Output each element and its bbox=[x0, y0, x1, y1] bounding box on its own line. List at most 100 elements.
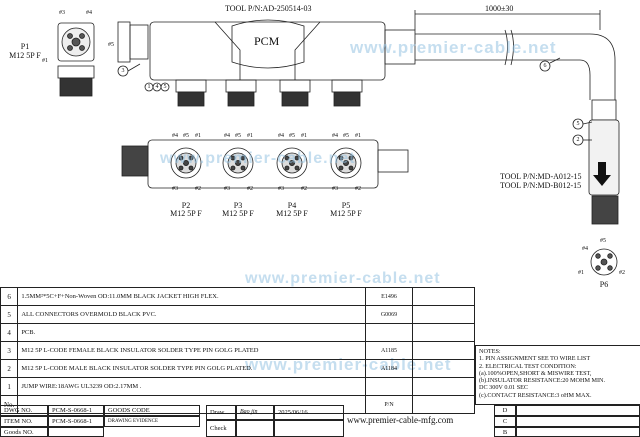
p6-name-visible: P6 bbox=[599, 280, 609, 289]
bom-spare bbox=[412, 323, 475, 342]
p6-thread bbox=[591, 195, 619, 225]
p6-connector-body bbox=[588, 119, 620, 196]
note-line-6: (c).CONTACT RESISTANCE:3 oHM MAX. bbox=[479, 391, 592, 399]
p2-pin3: #3 bbox=[172, 186, 178, 192]
p3-pin5: #5 bbox=[235, 133, 241, 139]
p2-type: M12 5P F bbox=[170, 209, 202, 218]
bom-description: JUMP WIRE:18AWG UL3239 OD:2.17MM . bbox=[17, 377, 366, 396]
balloon-4-label: 4 bbox=[155, 84, 159, 90]
p3-face bbox=[222, 147, 254, 179]
bom-code: A1184 bbox=[365, 359, 413, 378]
balloon-2-label: 2 bbox=[576, 137, 580, 143]
rev-c: C bbox=[494, 416, 516, 427]
p5-pin2: #2 bbox=[355, 186, 361, 192]
website-label: www.premier-cable-mfg.com bbox=[347, 415, 454, 425]
tool-pn-right-1: TOOL P/N:MD-A012-15 bbox=[500, 172, 582, 181]
p5-pin5: #5 bbox=[343, 133, 349, 139]
p4-pin1: #1 bbox=[301, 133, 307, 139]
bom-spare bbox=[412, 305, 475, 324]
bom-spare bbox=[412, 377, 475, 396]
draw-date: 2025/06/16 bbox=[274, 405, 344, 420]
engineering-drawing bbox=[57, 10, 620, 276]
p2-pin4: #4 bbox=[172, 133, 178, 139]
p2-pin2: #2 bbox=[195, 186, 201, 192]
bom-description: 1.5MM²*5C+F+Non-Woven OD:11.0MM BLACK JA… bbox=[17, 287, 366, 306]
bom-spare bbox=[412, 359, 475, 378]
p5-pin1: #1 bbox=[355, 133, 361, 139]
rev-d-value bbox=[516, 405, 640, 416]
p4-name: P4 bbox=[287, 201, 297, 210]
note-line-1: 1. PIN ASSIGNMENT SEE TO WIRE LIST bbox=[479, 355, 591, 363]
balloon-1-label: 1 bbox=[147, 84, 151, 90]
balloon-3-label: 3 bbox=[121, 68, 125, 74]
notes-box: NOTES: 1. PIN ASSIGNMENT SEE TO WIRE LIS… bbox=[475, 345, 640, 405]
p3-stub-top bbox=[225, 79, 257, 93]
bom-item-no: 6 bbox=[0, 287, 19, 306]
p4-pin3: #3 bbox=[278, 186, 284, 192]
p6-overmold bbox=[591, 99, 617, 121]
bom-code bbox=[365, 377, 413, 396]
draw-signature: Bao jin bbox=[236, 405, 274, 420]
p2-pin5: #5 bbox=[183, 133, 189, 139]
watermark-lower: www.premier-cable.net bbox=[245, 270, 441, 287]
cable-upper-edge bbox=[415, 33, 616, 100]
item-no-value: PCM-S-0668-1 bbox=[48, 416, 104, 427]
rev-c-value bbox=[516, 416, 640, 427]
bom-description: ALL CONNECTORS OVERMOLD BLACK PVC. bbox=[17, 305, 366, 324]
p1-connector-body bbox=[57, 22, 95, 62]
p6-pin2: #2 bbox=[619, 270, 625, 276]
bom-spare bbox=[412, 287, 475, 306]
p4-pin2: #2 bbox=[301, 186, 307, 192]
bom-spare bbox=[412, 395, 475, 414]
p5-name: P5 bbox=[341, 201, 351, 210]
balloon-5a-label: 5 bbox=[163, 84, 167, 90]
goods-no-value bbox=[48, 427, 104, 437]
p3-pin3: #3 bbox=[224, 186, 230, 192]
balloon-5-label: 5 bbox=[576, 121, 580, 127]
p1-coupling-nut bbox=[59, 77, 93, 97]
note-line-5: DC 300V 0.01 SEC bbox=[479, 384, 529, 392]
check-date bbox=[274, 420, 344, 437]
p6-face bbox=[590, 248, 618, 276]
p2-name: P2 bbox=[181, 201, 191, 210]
note-line-2: 2. ELECTRICAL TEST CONDITION: bbox=[479, 362, 577, 370]
p1-pin4: #4 bbox=[86, 10, 92, 16]
bom-description: PCB. bbox=[17, 323, 366, 342]
p3-pin4: #4 bbox=[224, 133, 230, 139]
balloon-3-left bbox=[117, 65, 129, 77]
p3-type: M12 5P F bbox=[222, 209, 254, 218]
title-block: DWG NO. PCM-S-0668-1 GOODS CODE ITEM NO.… bbox=[0, 405, 640, 437]
p1-name: P1 bbox=[20, 42, 30, 51]
length-dimension-label: 1000±30 bbox=[485, 4, 514, 13]
note-line-4: (b).INSULATOR RESISTANCE:20 MOHM MIN. bbox=[479, 377, 606, 385]
tool-pn-right-2: TOOL P/N:MD-B012-15 bbox=[500, 181, 582, 190]
bom-code: G0069 bbox=[365, 305, 413, 324]
bom-item-no: 2 bbox=[0, 359, 19, 378]
p5-pin3: #3 bbox=[332, 186, 338, 192]
p1-pin-center bbox=[71, 37, 81, 47]
bom-item-no: 3 bbox=[0, 341, 19, 360]
p4-face bbox=[276, 147, 308, 179]
p4-stub-top bbox=[279, 79, 311, 93]
drawing-evidence-label: DRAWING EVIDENCE bbox=[104, 416, 200, 427]
p1-type: M12 5P F bbox=[9, 51, 41, 60]
dwg-no-value: PCM-S-0668-1 bbox=[48, 405, 104, 416]
p1-side-view bbox=[117, 21, 131, 63]
p2-stub-top bbox=[175, 79, 207, 93]
p2-pin1: #1 bbox=[195, 133, 201, 139]
check-signature bbox=[236, 420, 274, 437]
p6-pin4: #4 bbox=[582, 246, 588, 252]
notes-heading: NOTES: bbox=[479, 348, 501, 355]
goods-code-label: GOODS CODE bbox=[104, 405, 200, 416]
bom-code bbox=[365, 323, 413, 342]
p4-type: M12 5P F bbox=[276, 209, 308, 218]
p4-pin5: #5 bbox=[289, 133, 295, 139]
p1-pin5: #5 bbox=[108, 42, 114, 48]
p3-pin1: #1 bbox=[247, 133, 253, 139]
balloon-6-label: 6 bbox=[543, 63, 547, 69]
